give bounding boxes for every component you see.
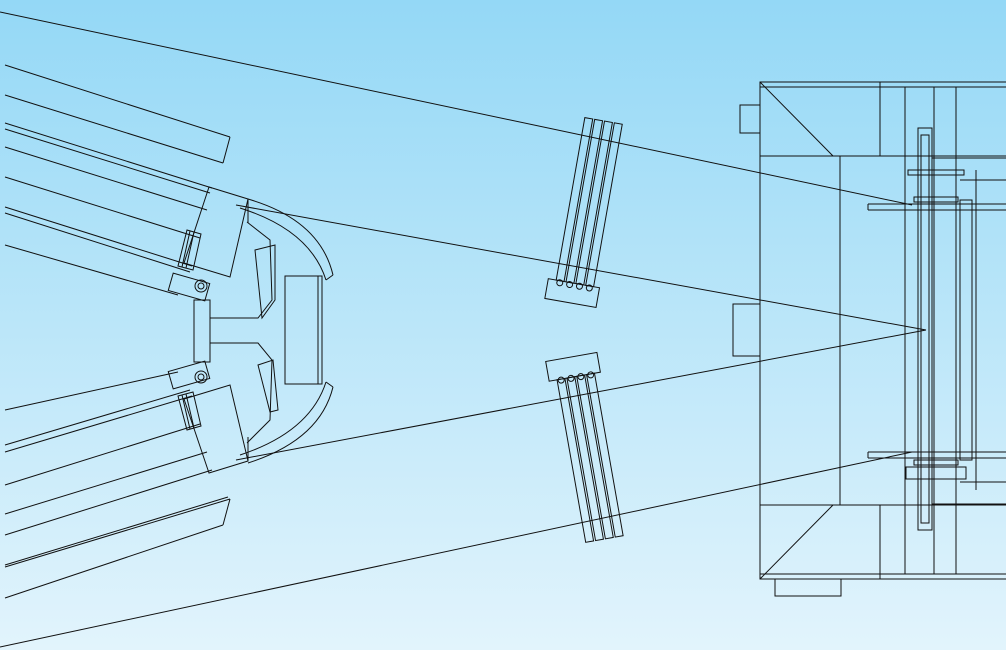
left-upper-arm (4, 64, 249, 302)
detector-housing (732, 81, 1006, 597)
grating-top (544, 117, 623, 309)
grating-bottom (545, 351, 624, 543)
left-lower-arm (4, 360, 249, 599)
ray-lower (235, 329, 927, 461)
ray-upper (235, 204, 927, 331)
left-lens-housing (193, 198, 334, 464)
